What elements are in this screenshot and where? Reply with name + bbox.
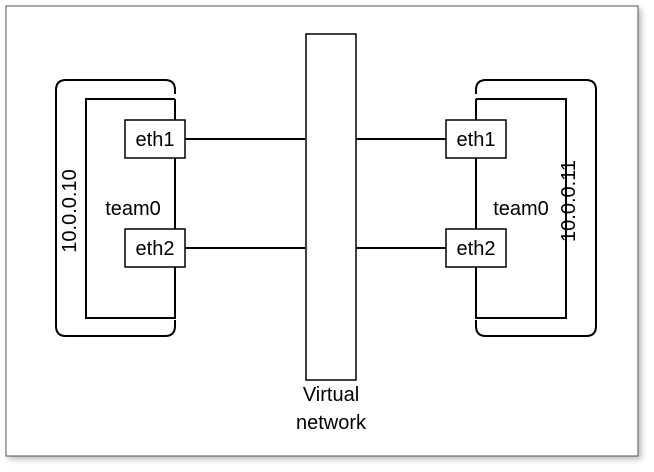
left-eth1-box — [124, 119, 186, 159]
left-team-label: team0 — [105, 198, 161, 220]
right-team-label: team0 — [493, 198, 549, 220]
right-host: 10.0.0.11 team0 eth1 eth2 — [445, 79, 597, 337]
right-eth1-label: eth1 — [457, 129, 496, 151]
left-eth1-label: eth1 — [136, 129, 175, 151]
virtual-network-label-line2: network — [296, 412, 367, 434]
right-eth2-label: eth2 — [457, 238, 496, 260]
left-eth1-port: eth1 — [124, 119, 186, 159]
left-eth2-label: eth2 — [136, 238, 175, 260]
virtual-network-box — [305, 33, 357, 381]
left-eth2-port: eth2 — [124, 228, 186, 268]
right-eth1-port: eth1 — [445, 119, 507, 159]
right-eth2-port: eth2 — [445, 228, 507, 268]
right-host-outline — [475, 79, 597, 337]
left-eth2-box — [124, 228, 186, 268]
right-eth1-box — [445, 119, 507, 159]
virtual-network: Virtual network — [296, 33, 367, 434]
left-host-outline — [55, 79, 176, 337]
left-host: 10.0.0.10 team0 eth1 eth2 — [55, 79, 186, 337]
right-host-ip-label: 10.0.0.11 — [558, 160, 580, 242]
virtual-network-label-line1: Virtual — [303, 384, 359, 406]
right-eth2-box — [445, 228, 507, 268]
left-host-ip-label: 10.0.0.10 — [59, 169, 81, 252]
